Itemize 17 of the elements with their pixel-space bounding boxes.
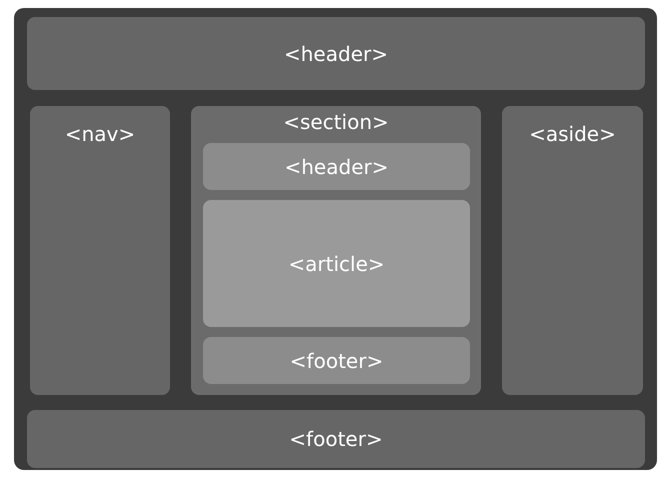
tag-label: <nav>: [64, 122, 136, 146]
header-box: [203, 143, 470, 190]
tag-label: <section>: [283, 110, 389, 134]
tag-label: <header>: [284, 154, 388, 178]
tag-label: <article>: [288, 252, 385, 276]
tag-label: <aside>: [529, 122, 616, 146]
tag-label: <footer>: [289, 427, 383, 451]
section-box: [191, 106, 481, 395]
aside-box: [502, 106, 643, 395]
tag-label: <header>: [284, 42, 388, 66]
nav-box: [30, 106, 170, 395]
footer-box: [203, 337, 470, 384]
header-box: [27, 17, 645, 90]
tag-label: <footer>: [290, 348, 384, 372]
footer-box: [27, 410, 645, 468]
page-frame: [14, 8, 657, 470]
article-box: [203, 200, 470, 327]
